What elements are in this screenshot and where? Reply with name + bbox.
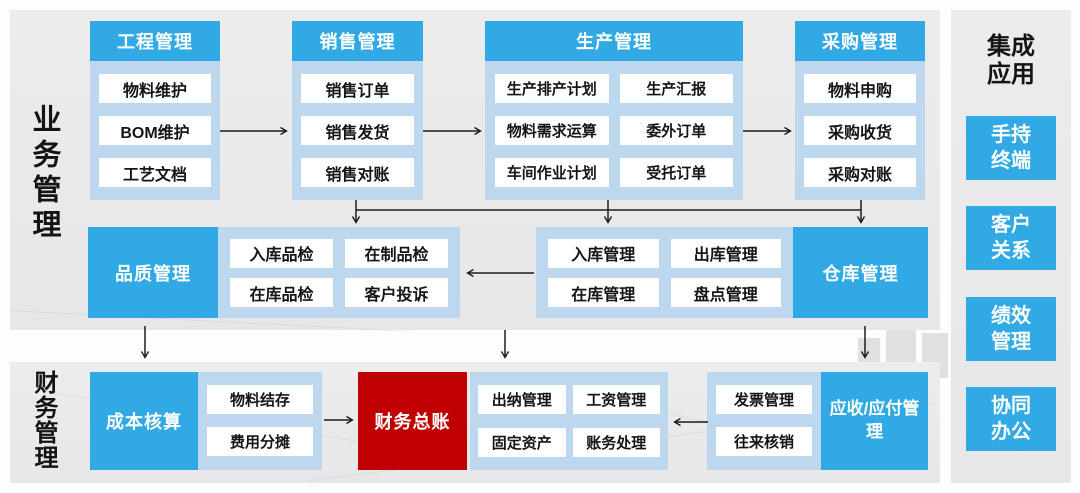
node-material-maintenance: 物料维护 [99,74,211,103]
cost-accounting-group: 成本核算 物料结存 费用分摊 [90,372,322,470]
invoice-verification-group: 发票管理 往来核销 [707,372,821,470]
column-sales-management: 销售管理 销售订单 销售发货 销售对账 [292,21,423,200]
node-purchase-reconciliation: 采购对账 [804,158,916,187]
business-section-label: 业务管理 [28,104,60,244]
node-material-balance: 物料结存 [207,384,313,414]
node-process-document: 工艺文档 [99,158,211,187]
handheld-terminal-box: 手持终端 [966,116,1056,180]
column-production-management: 生产管理 生产排产计划 生产汇报 物料需求运算 委外订单 车间作业计划 受托订单 [485,21,743,200]
node-sales-delivery: 销售发货 [301,116,414,145]
node-outsourcing-order: 委外订单 [619,116,733,145]
node-production-scheduling-plan: 生产排产计划 [495,74,609,103]
warehouse-management-box: 仓库管理 [793,227,928,318]
node-expense-allocation: 费用分摊 [207,427,313,457]
node-payroll-management: 工资管理 [572,385,660,415]
column-procurement-management: 采购管理 物料申购 采购收货 采购对账 [795,21,925,200]
node-sales-order: 销售订单 [301,74,414,103]
node-production-report: 生产汇报 [619,74,733,103]
node-material-requisition: 物料申购 [804,74,916,103]
node-invoice-management: 发票管理 [716,384,812,414]
node-account-processing: 账务处理 [572,427,660,457]
node-workshop-operation-plan: 车间作业计划 [495,158,609,187]
customer-relationship-box: 客户关系 [966,206,1056,270]
general-ledger-items-group: 出纳管理 工资管理 固定资产 账务处理 [470,372,668,470]
production-management-header: 生产管理 [485,21,743,61]
column-engineering-management: 工程管理 物料维护 BOM维护 工艺文档 [90,21,220,200]
node-mrp-calculation: 物料需求运算 [495,116,609,145]
quality-management-box: 品质管理 [88,227,218,318]
node-outbound-management: 出库管理 [670,238,781,268]
node-customer-complaint: 客户投诉 [345,278,448,308]
node-transaction-verification: 往来核销 [716,427,812,457]
procurement-management-header: 采购管理 [795,21,925,61]
node-stocktaking-management: 盘点管理 [670,278,781,308]
node-fixed-assets: 固定资产 [478,427,566,457]
node-inbound-management: 入库管理 [548,238,659,268]
performance-management-box: 绩效管理 [966,297,1056,361]
engineering-management-header: 工程管理 [90,21,220,61]
sales-management-header: 销售管理 [292,21,423,61]
node-sales-reconciliation: 销售对账 [301,158,414,187]
node-purchase-receiving: 采购收货 [804,116,916,145]
node-incoming-inspection: 入库品检 [230,238,333,268]
general-ledger-box: 财务总账 [358,372,467,470]
finance-section-label: 财务管理 [30,370,57,470]
node-cashier-management: 出纳管理 [478,385,566,415]
warehouse-management-group: 入库管理 出库管理 在库管理 盘点管理 仓库管理 [536,227,928,318]
quality-management-group: 品质管理 入库品检 在制品检 在库品检 客户投诉 [88,227,460,318]
integrated-applications-title: 集成应用 [987,33,1035,88]
node-in-stock-management: 在库管理 [548,278,659,308]
collaborative-office-box: 协同办公 [966,387,1056,451]
node-consignment-order: 受托订单 [619,158,733,187]
node-in-stock-inspection: 在库品检 [230,278,333,308]
ar-ap-management-box: 应收/应付管理 [821,372,928,470]
node-bom-maintenance: BOM维护 [99,116,211,145]
cost-accounting-box: 成本核算 [90,372,198,470]
node-in-process-inspection: 在制品检 [345,238,448,268]
